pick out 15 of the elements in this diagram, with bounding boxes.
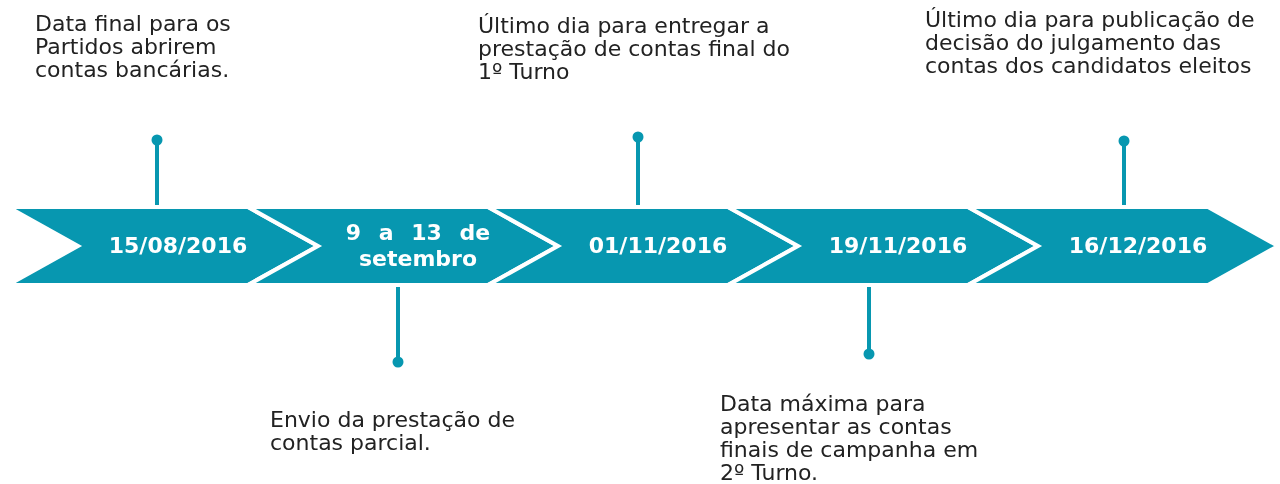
leader-line xyxy=(392,285,404,368)
leader-line xyxy=(863,285,875,360)
date-label: 19/11/2016 xyxy=(828,232,968,260)
date-label: 15/08/2016 xyxy=(108,232,248,260)
milestone-description: Envio da prestação de contas parcial. xyxy=(270,407,517,454)
milestone-description: Último dia para entregar a prestação de contas final do 1º Turno xyxy=(478,14,792,84)
leader-line xyxy=(632,131,644,207)
date-label: 01/11/2016 xyxy=(588,232,728,260)
leader-line xyxy=(151,134,163,207)
milestone-description: Último dia para publicação de decisão do julgamento das contas dos candidatos eleitos xyxy=(925,8,1256,78)
leader-line xyxy=(1118,135,1130,207)
date-label: 16/12/2016 xyxy=(1068,232,1208,260)
date-label: 9 a 13 de setembro xyxy=(344,219,492,273)
milestone-description: Data final para os Partidos abrirem contas bancárias. xyxy=(35,12,232,82)
milestone-description: Data máxima para apresentar as contas finais de campanha em 2º Turno. xyxy=(720,391,980,484)
